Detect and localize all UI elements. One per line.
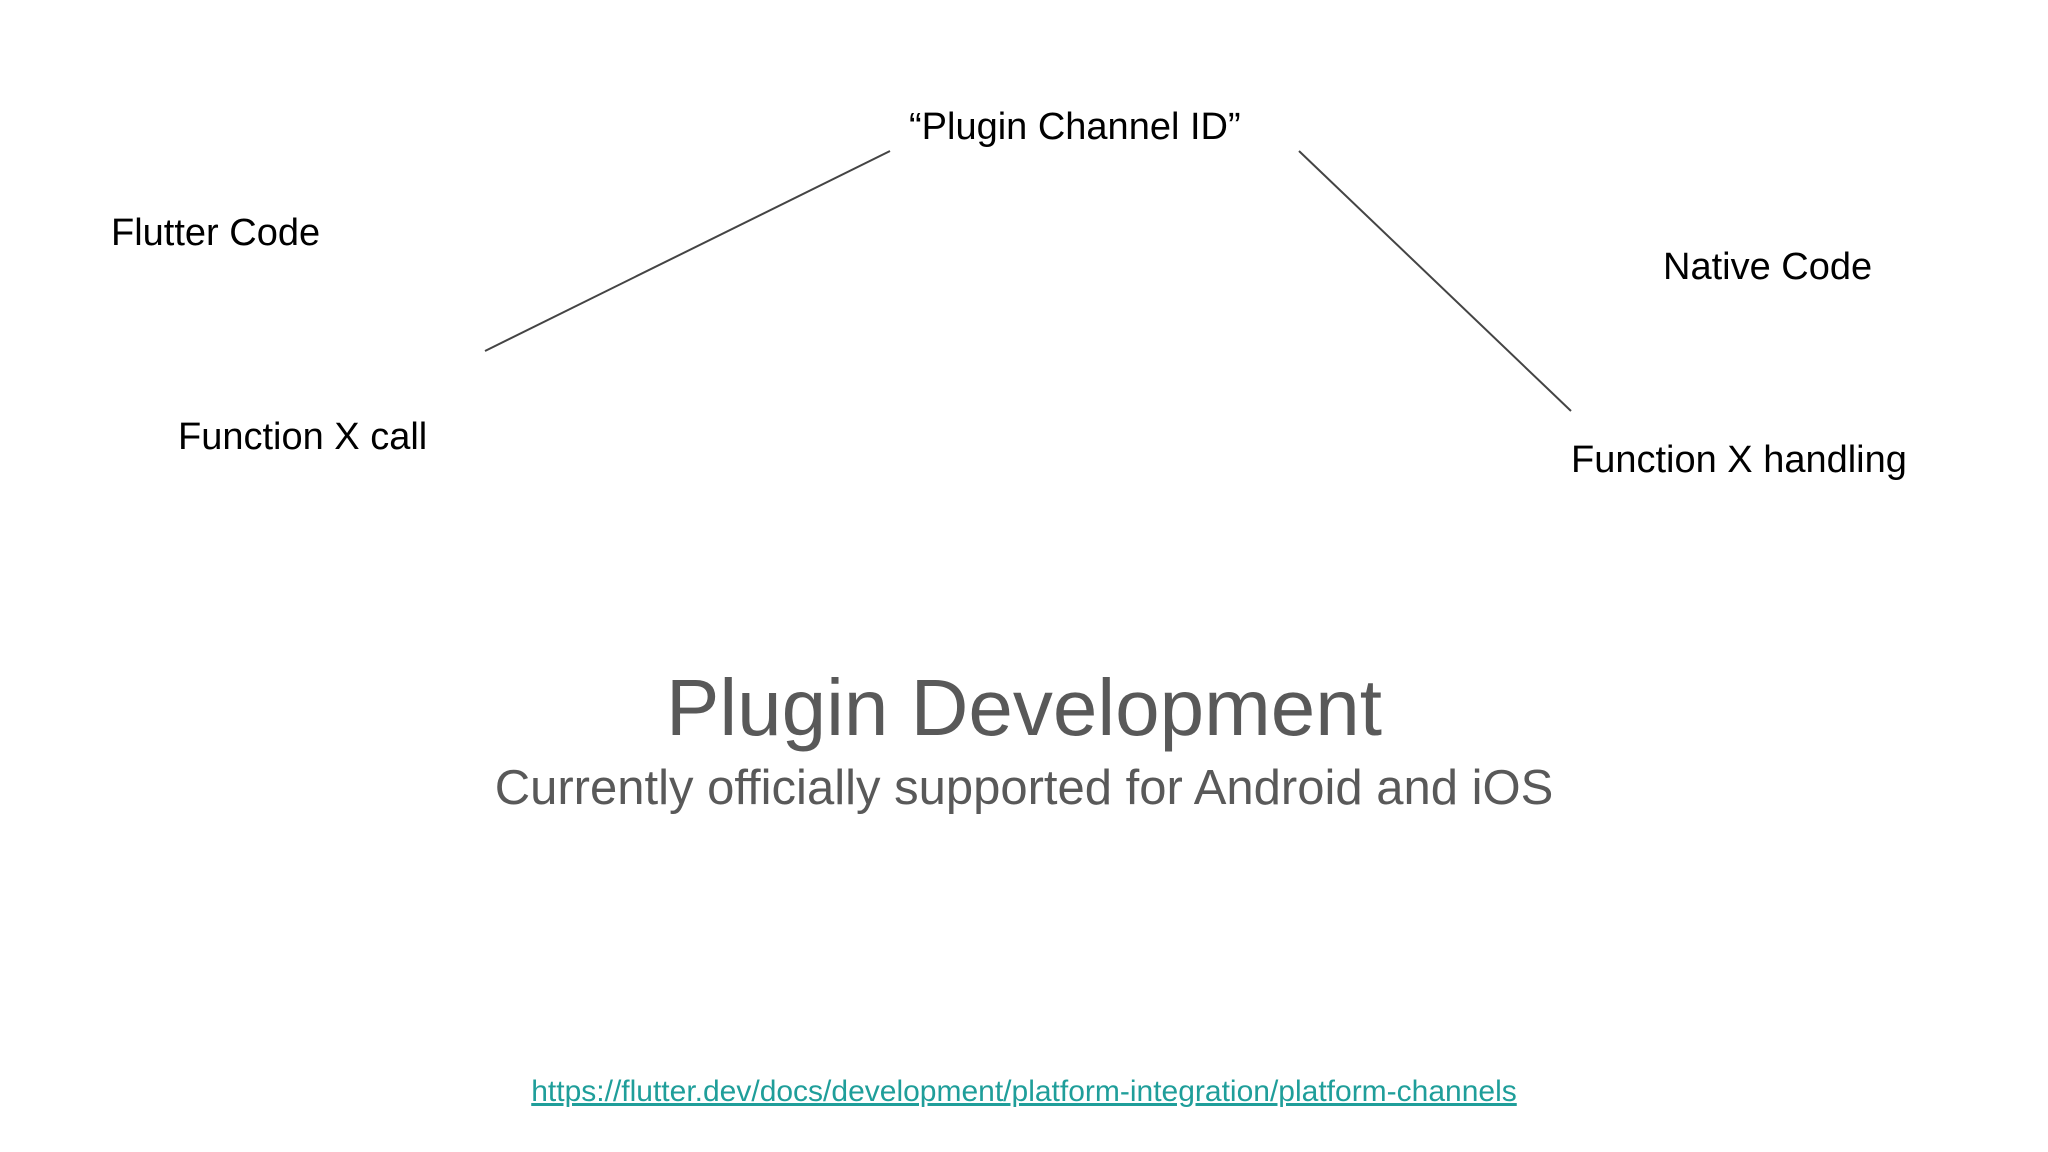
connector-call-to-channel <box>484 150 891 352</box>
slide-title: Plugin Development <box>666 663 1382 752</box>
plugin-channel-id-label: “Plugin Channel ID” <box>909 106 1241 148</box>
function-x-call-label: Function X call <box>178 416 428 458</box>
platform-channels-link-container: https://flutter.dev/docs/development/pla… <box>0 1077 2048 1107</box>
slide-subtitle: Currently officially supported for Andro… <box>494 761 1554 815</box>
native-code-label: Native Code <box>1663 246 1873 288</box>
flutter-code-label: Flutter Code <box>111 212 321 254</box>
function-x-handling-label: Function X handling <box>1571 439 1907 481</box>
platform-channels-link[interactable]: https://flutter.dev/docs/development/pla… <box>531 1075 1517 1108</box>
connector-channel-to-handling <box>1298 150 1572 412</box>
